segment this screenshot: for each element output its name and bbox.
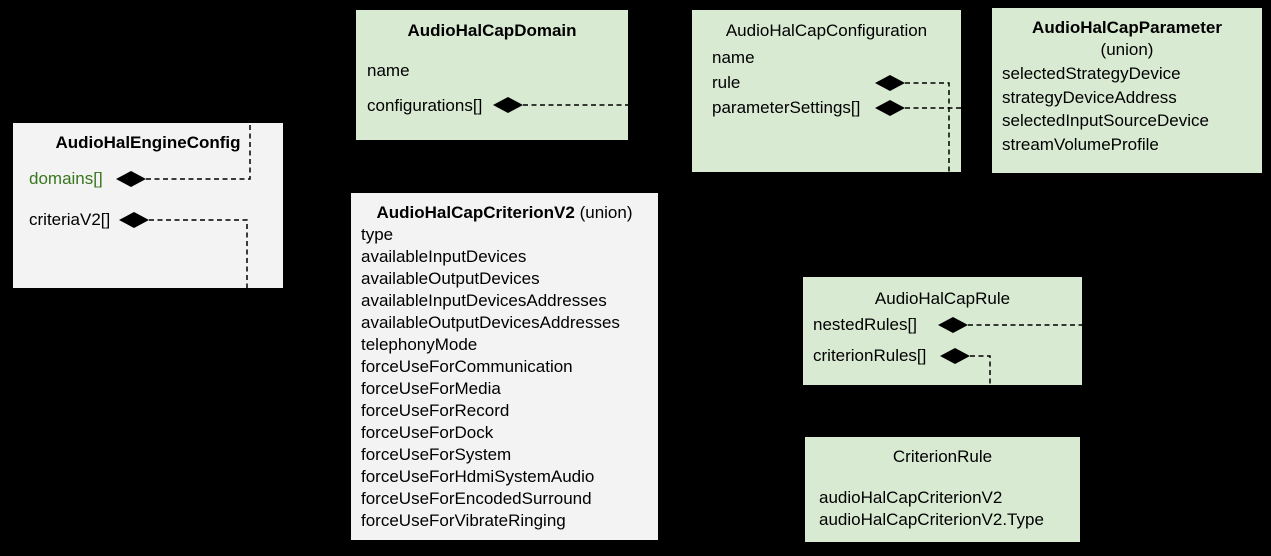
field-availableinputdevicesaddresses: availableInputDevicesAddresses	[361, 291, 607, 310]
field-list: selectedStrategyDevice strategyDeviceAdd…	[992, 62, 1262, 156]
class-title-audiohalcapparameter: AudioHalCapParameter	[1032, 18, 1222, 37]
class-title-audiohalengineconfig: AudioHalEngineConfig	[55, 133, 241, 152]
class-title-audiohalcapcriterionv2: AudioHalCapCriterionV2 (union)	[351, 202, 658, 224]
field-forceuseformedia: forceUseForMedia	[361, 379, 501, 398]
class-title-bold-part: AudioHalCapCriterionV2	[376, 203, 575, 222]
class-box-audiohalcaprule: AudioHalCapRule nestedRules[] criterionR…	[803, 277, 1082, 385]
field-parametersettings: parameterSettings[]	[712, 98, 861, 117]
class-box-audiohalcapcriterionv2: AudioHalCapCriterionV2 (union) type avai…	[351, 193, 658, 540]
field-list: domains[] criteriaV2[]	[13, 168, 283, 231]
class-box-audiohalengineconfig: AudioHalEngineConfig domains[] criteriaV…	[13, 123, 283, 288]
field-list: name configurations[]	[356, 60, 628, 117]
field-selectedstrategydevice: selectedStrategyDevice	[1002, 64, 1181, 83]
field-availableinputdevices: availableInputDevices	[361, 247, 527, 266]
field-criterionrules: criterionRules[]	[813, 346, 927, 365]
field-forceusefordock: forceUseForDock	[361, 423, 494, 442]
field-criteriav2: criteriaV2[]	[29, 210, 111, 229]
field-list: audioHalCapCriterionV2 audioHalCapCriter…	[805, 487, 1080, 531]
field-list: nestedRules[] criterionRules[]	[803, 314, 1082, 367]
class-subtitle-union: (union)	[1100, 40, 1154, 59]
field-streamvolumeprofile: streamVolumeProfile	[1002, 134, 1159, 154]
field-forceuseforsystem: forceUseForSystem	[361, 445, 512, 464]
field-forceuseforvibrateringing: forceUseForVibrateRinging	[361, 511, 566, 530]
field-selectedinputsourcedevice: selectedInputSourceDevice	[1002, 111, 1209, 130]
field-type: type	[361, 225, 394, 244]
field-availableoutputdevicesaddresses: availableOutputDevicesAddresses	[361, 313, 620, 332]
field-telephonymode: telephonyMode	[361, 335, 478, 354]
field-forceuseforhdmisystemaudio: forceUseForHdmiSystemAudio	[361, 467, 595, 486]
class-box-audiohalcapparameter: AudioHalCapParameter (union) selectedStr…	[992, 8, 1262, 173]
field-availableoutputdevices: availableOutputDevices	[361, 269, 540, 288]
field-strategydeviceaddress: strategyDeviceAddress	[1002, 87, 1177, 107]
class-box-audiohalcapconfiguration: AudioHalCapConfiguration name rule param…	[692, 10, 961, 172]
field-list: type availableInputDevices availableOutp…	[351, 224, 658, 532]
field-name: name	[712, 48, 755, 67]
class-box-audiohalcapdomain: AudioHalCapDomain name configurations[]	[356, 10, 628, 140]
field-configurations: configurations[]	[367, 96, 483, 115]
field-list: name rule parameterSettings[]	[692, 47, 961, 119]
field-nestedrules: nestedRules[]	[813, 315, 917, 334]
class-title-audiohalcapdomain: AudioHalCapDomain	[407, 21, 577, 40]
field-domains: domains[]	[29, 169, 103, 188]
class-box-criterionrule: CriterionRule audioHalCapCriterionV2 aud…	[805, 437, 1080, 542]
class-title-criterionrule: CriterionRule	[892, 447, 993, 466]
field-name: name	[367, 61, 410, 80]
field-rule: rule	[712, 73, 741, 92]
class-title-audiohalcaprule: AudioHalCapRule	[874, 289, 1011, 308]
class-title-audiohalcapconfiguration: AudioHalCapConfiguration	[725, 21, 928, 40]
field-forceuseforcommunication: forceUseForCommunication	[361, 357, 573, 376]
class-title-union-suffix: (union)	[574, 203, 633, 222]
field-forceuseforrecord: forceUseForRecord	[361, 401, 510, 420]
field-forceuseforencodedsurround: forceUseForEncodedSurround	[361, 489, 592, 508]
field-audiohalcapcriterionv2: audioHalCapCriterionV2	[819, 488, 1003, 507]
field-audiohalcapcriterionv2-type: audioHalCapCriterionV2.Type	[819, 510, 1044, 529]
